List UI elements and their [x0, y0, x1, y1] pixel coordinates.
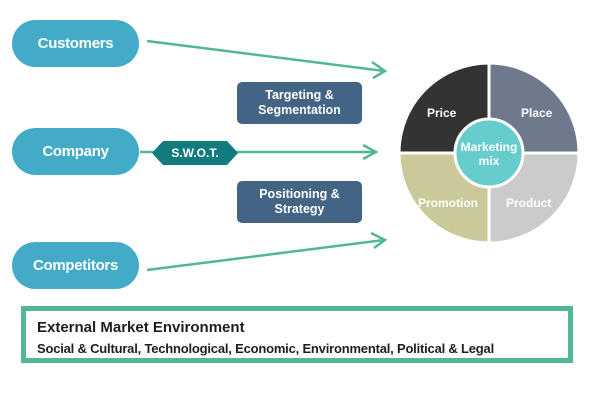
marketing-mix-label: Marketing mix — [455, 140, 523, 168]
promotion-label: Promotion — [418, 196, 478, 210]
company-node: Company — [12, 128, 139, 175]
positioning-line2: Strategy — [274, 202, 325, 216]
environment-subtitle: Social & Cultural, Technological, Econom… — [37, 341, 494, 356]
positioning-line1: Positioning & — [259, 187, 340, 201]
competitors-label: Competitors — [32, 257, 119, 274]
company-label: Company — [42, 143, 109, 160]
place-label: Place — [521, 106, 553, 120]
positioning-strategy-box: Positioning & Strategy — [237, 181, 362, 223]
competitors-arrow-line — [146, 238, 385, 272]
external-environment-box: External Market Environment Social & Cul… — [21, 306, 573, 363]
price-label: Price — [427, 106, 457, 120]
swot-hexagon — [152, 141, 238, 165]
customers-arrow-head — [371, 60, 388, 80]
customers-node: Customers — [12, 20, 139, 67]
targeting-segmentation-box: Targeting & Segmentation — [237, 82, 362, 124]
customers-label: Customers — [37, 35, 114, 52]
environment-title: External Market Environment — [37, 319, 245, 336]
customers-arrow-line — [146, 39, 385, 73]
competitors-node: Competitors — [12, 242, 139, 289]
marketing-mix-center — [453, 117, 525, 189]
targeting-line1: Targeting & — [265, 88, 334, 102]
product-label: Product — [506, 196, 552, 210]
marketing-mix-wheel — [397, 61, 581, 245]
swot-label: S.W.O.T. — [171, 146, 219, 160]
targeting-line2: Segmentation — [258, 103, 341, 117]
company-arrow-head — [362, 143, 379, 161]
marketing-mix-line2: mix — [478, 154, 500, 168]
marketing-mix-line1: Marketing — [460, 140, 518, 154]
competitors-arrow-head — [370, 231, 388, 250]
